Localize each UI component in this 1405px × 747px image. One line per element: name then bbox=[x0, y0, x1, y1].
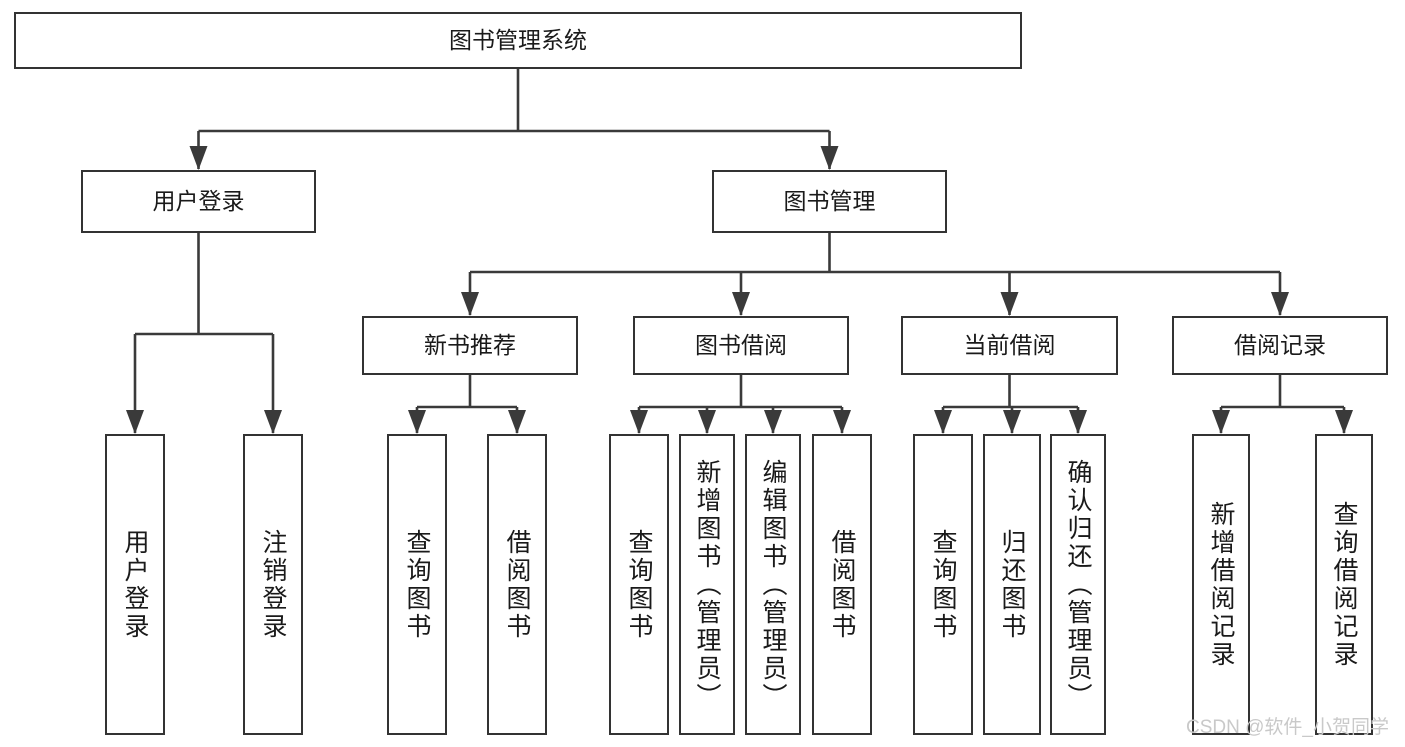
arrow-head bbox=[461, 292, 479, 316]
arrow-head bbox=[264, 410, 282, 434]
node-label-user-login: 用户登录 bbox=[152, 187, 245, 214]
node-label-leaf-logout: 注销登录 bbox=[259, 528, 287, 641]
arrow-head bbox=[630, 410, 648, 434]
node-label-leaf-borrow-book-1: 借阅图书 bbox=[503, 528, 531, 641]
arrow-head bbox=[1069, 410, 1087, 434]
arrow-head bbox=[189, 146, 208, 170]
arrow-head bbox=[698, 410, 716, 434]
node-label-leaf-query-book-2: 查询图书 bbox=[625, 528, 653, 641]
node-label-new-book-rec: 新书推荐 bbox=[424, 331, 516, 358]
node-leaf-logout[interactable]: 注销登录 bbox=[243, 434, 303, 735]
node-label-book-manage: 图书管理 bbox=[783, 187, 876, 214]
arrow-head bbox=[126, 410, 144, 434]
node-book-manage[interactable]: 图书管理 bbox=[712, 170, 947, 233]
node-current-borrow[interactable]: 当前借阅 bbox=[901, 316, 1118, 375]
node-label-leaf-edit-book: 编辑图书（管理员） bbox=[759, 458, 787, 711]
node-root[interactable]: 图书管理系统 bbox=[14, 12, 1022, 69]
node-label-leaf-borrow-book-2: 借阅图书 bbox=[828, 528, 856, 641]
node-new-book-rec[interactable]: 新书推荐 bbox=[362, 316, 578, 375]
node-label-leaf-add-book: 新增图书（管理员） bbox=[693, 458, 721, 711]
arrow-head bbox=[764, 410, 782, 434]
node-leaf-borrow-book-1[interactable]: 借阅图书 bbox=[487, 434, 547, 735]
node-leaf-query-book-3[interactable]: 查询图书 bbox=[913, 434, 973, 735]
node-label-leaf-confirm-return: 确认归还（管理员） bbox=[1064, 458, 1092, 711]
node-book-borrow[interactable]: 图书借阅 bbox=[633, 316, 849, 375]
node-label-current-borrow: 当前借阅 bbox=[963, 331, 1056, 358]
node-leaf-confirm-return[interactable]: 确认归还（管理员） bbox=[1050, 434, 1106, 735]
node-leaf-query-book-1[interactable]: 查询图书 bbox=[387, 434, 447, 735]
arrow-head bbox=[1000, 292, 1019, 316]
arrow-head bbox=[732, 292, 750, 316]
node-label-leaf-return-book: 归还图书 bbox=[998, 528, 1026, 641]
node-label-leaf-add-record: 新增借阅记录 bbox=[1207, 500, 1235, 669]
node-leaf-add-record[interactable]: 新增借阅记录 bbox=[1192, 434, 1250, 735]
node-label-borrow-record: 借阅记录 bbox=[1234, 331, 1326, 358]
arrow-head bbox=[833, 410, 851, 434]
node-leaf-query-record[interactable]: 查询借阅记录 bbox=[1315, 434, 1373, 735]
node-label-leaf-query-book-3: 查询图书 bbox=[929, 528, 957, 641]
node-leaf-query-book-2[interactable]: 查询图书 bbox=[609, 434, 669, 735]
node-leaf-add-book[interactable]: 新增图书（管理员） bbox=[679, 434, 735, 735]
node-label-root: 图书管理系统 bbox=[449, 26, 587, 53]
arrow-head bbox=[1212, 410, 1230, 434]
node-label-book-borrow: 图书借阅 bbox=[695, 331, 787, 358]
arrow-head bbox=[508, 410, 526, 434]
arrow-head bbox=[1335, 410, 1353, 434]
node-leaf-return-book[interactable]: 归还图书 bbox=[983, 434, 1041, 735]
arrow-head bbox=[934, 410, 952, 434]
arrow-head bbox=[408, 410, 426, 434]
arrow-head bbox=[1003, 410, 1021, 434]
node-user-login[interactable]: 用户登录 bbox=[81, 170, 316, 233]
arrow-head bbox=[820, 146, 839, 170]
node-leaf-borrow-book-2[interactable]: 借阅图书 bbox=[812, 434, 872, 735]
node-label-leaf-user-login: 用户登录 bbox=[121, 528, 149, 641]
node-borrow-record[interactable]: 借阅记录 bbox=[1172, 316, 1388, 375]
node-label-leaf-query-book-1: 查询图书 bbox=[403, 528, 431, 641]
node-leaf-edit-book[interactable]: 编辑图书（管理员） bbox=[745, 434, 801, 735]
arrow-head bbox=[1271, 292, 1289, 316]
watermark-text: CSDN @软件_小贺同学 bbox=[1186, 717, 1389, 738]
node-leaf-user-login[interactable]: 用户登录 bbox=[105, 434, 165, 735]
node-label-leaf-query-record: 查询借阅记录 bbox=[1330, 500, 1358, 669]
